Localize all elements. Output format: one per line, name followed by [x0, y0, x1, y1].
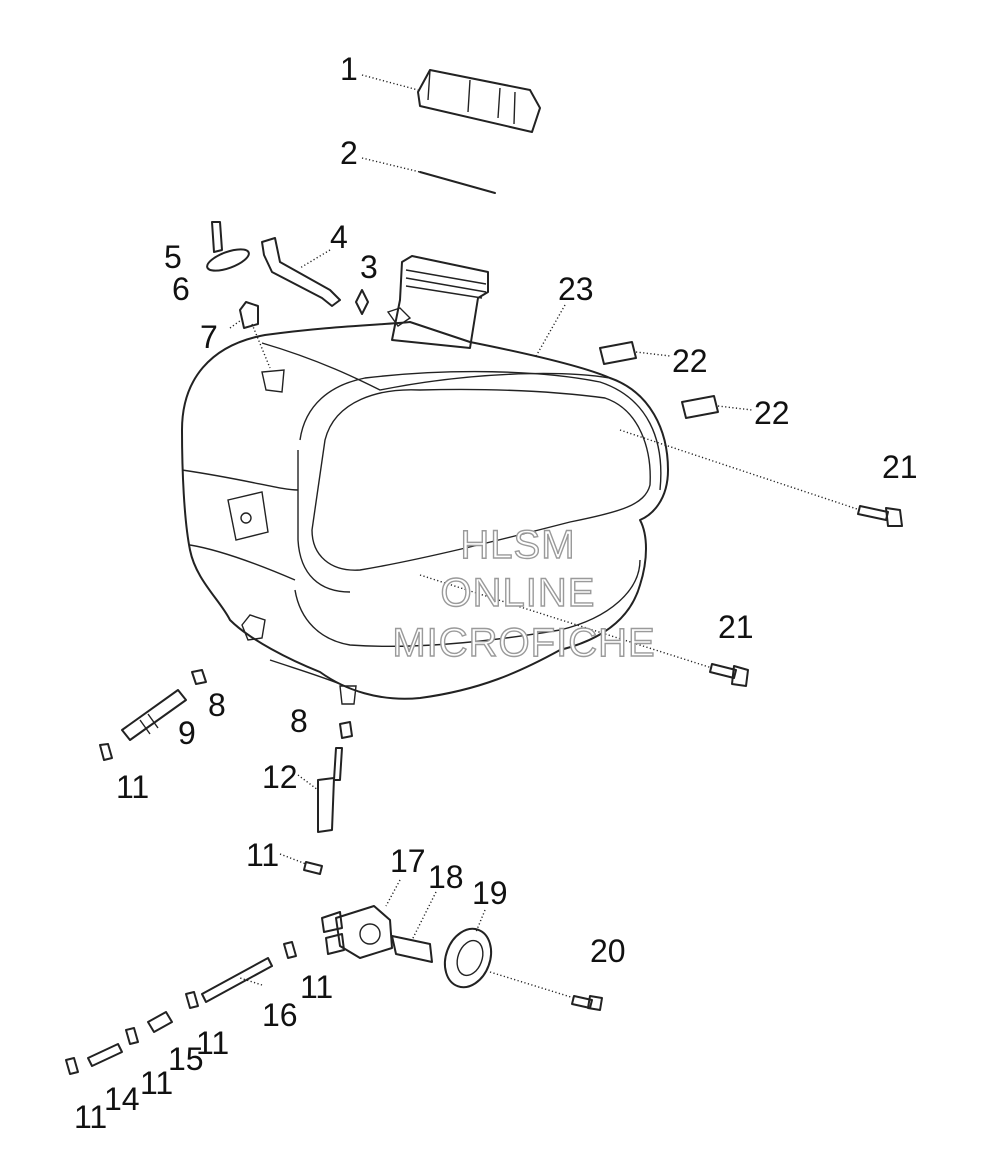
callout-4: 4 — [330, 219, 348, 255]
callout-2: 2 — [340, 135, 358, 171]
part-11-clip-f — [65, 1057, 79, 1075]
part-1-cover-pad — [361, 69, 541, 133]
callout-15: 15 — [168, 1041, 204, 1077]
callout-23: 23 — [558, 271, 594, 307]
callout-20: 20 — [590, 933, 626, 969]
part-8-clamp-left — [191, 669, 207, 685]
part-4-vent-pipe — [261, 237, 341, 307]
part-7-grommet — [229, 301, 271, 369]
callout-11-e: 11 — [140, 1065, 173, 1101]
part-11-clip-c — [283, 941, 297, 959]
part-18-lever — [391, 891, 437, 963]
callout-22-upper: 22 — [672, 343, 708, 379]
part-2-rod — [361, 157, 496, 194]
part-16-long-hose — [201, 957, 273, 1003]
callout-8-center: 8 — [290, 703, 308, 739]
part-11-clip-e — [125, 1027, 139, 1045]
part-11-clip-b — [279, 853, 323, 875]
watermark-line-3: MICROFICHE — [392, 621, 655, 665]
part-14-short-hose — [87, 1043, 123, 1067]
part-11-clip-a — [99, 743, 113, 761]
watermark-line-2: ONLINE — [441, 571, 596, 615]
part-12-hose — [297, 747, 343, 833]
callout-11-c: 11 — [300, 969, 333, 1005]
part-23-fuel-tank — [181, 304, 669, 705]
part-6-washer — [206, 248, 250, 272]
part-5-screw — [211, 221, 223, 253]
callout-12: 12 — [262, 759, 298, 795]
callout-9: 9 — [178, 715, 196, 751]
callout-18: 18 — [428, 859, 464, 895]
callout-5: 5 — [164, 239, 182, 275]
callout-19: 19 — [472, 875, 508, 911]
callout-labels: 1 2 3 4 5 6 7 8 8 9 11 11 11 11 11 11 12… — [74, 51, 918, 1135]
part-3-pin — [355, 289, 369, 315]
callout-11-f: 11 — [74, 1099, 107, 1135]
callout-17: 17 — [390, 843, 426, 879]
part-9-hose-fitting — [121, 689, 187, 741]
part-22-pad-upper — [599, 341, 671, 365]
part-21-bolt-upper — [619, 429, 903, 527]
callout-8-left: 8 — [208, 687, 226, 723]
callout-21-upper: 21 — [882, 449, 918, 485]
callout-1: 1 — [340, 51, 358, 87]
callout-14: 14 — [104, 1081, 140, 1117]
watermark-line-1: HLSM — [460, 523, 575, 567]
callout-21-lower: 21 — [718, 609, 754, 645]
part-8-clamp-center — [339, 721, 353, 739]
callout-6: 6 — [172, 271, 190, 307]
callout-22-lower: 22 — [754, 395, 790, 431]
callout-11-b: 11 — [246, 837, 279, 873]
callout-7: 7 — [200, 319, 218, 355]
filler-neck — [386, 255, 489, 349]
callout-11-a: 11 — [116, 769, 149, 805]
part-15-fitting — [147, 1011, 173, 1033]
callout-11-d: 11 — [196, 1025, 229, 1061]
part-21-bolt-lower — [419, 574, 749, 687]
callout-3: 3 — [360, 249, 378, 285]
part-22-pad-lower — [681, 395, 753, 419]
part-17-fuel-valve — [321, 879, 401, 959]
callout-16: 16 — [262, 997, 298, 1033]
part-11-clip-d — [185, 991, 199, 1009]
part-19-knob — [443, 909, 493, 989]
part-20-screw — [489, 971, 603, 1011]
watermark: HLSM ONLINE MICROFICHE — [392, 522, 656, 665]
